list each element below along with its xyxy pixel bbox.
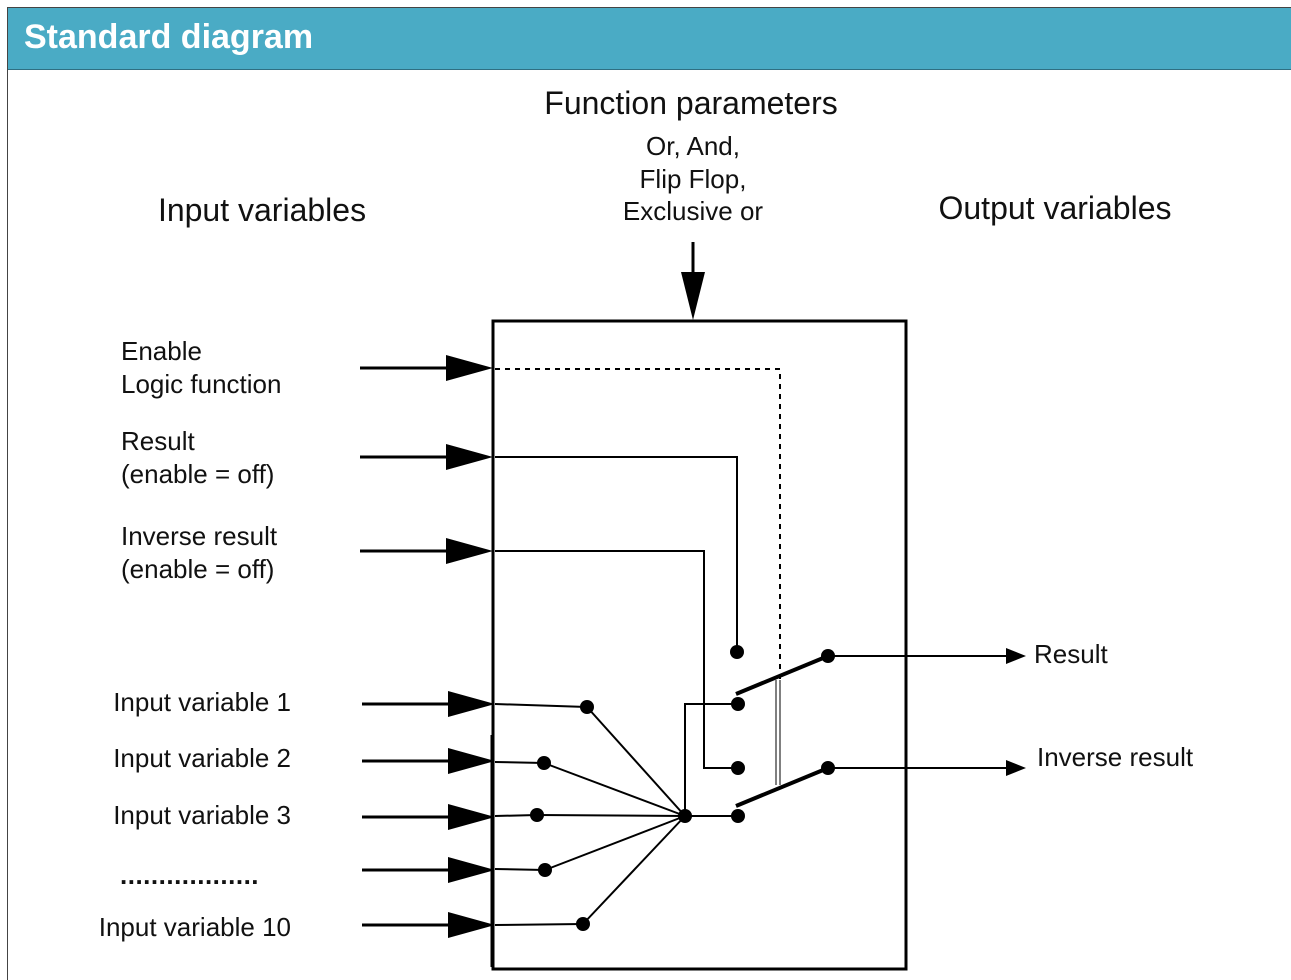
result-input-label: (enable = off) (121, 459, 274, 489)
switch-contact (730, 645, 744, 659)
enable-control-path (495, 368, 781, 785)
inverse-result-output-arrow (828, 760, 1026, 776)
input-variable-2-arrow (362, 748, 495, 774)
output-variables-heading: Output variables (938, 190, 1171, 226)
result-input-label: Result (121, 426, 195, 456)
function-option-line: Flip Flop, (640, 164, 747, 194)
input-variable-3-arrow (362, 804, 495, 830)
function-option-line: Exclusive or (623, 196, 763, 226)
result-switch-blade (735, 654, 829, 696)
input-node (538, 863, 552, 877)
result-output-arrow (828, 648, 1026, 664)
gate-node (678, 809, 692, 823)
input-node (576, 917, 590, 931)
switch-contact (731, 761, 745, 775)
logic-function-block (491, 319, 908, 971)
inverse-off-wire (495, 550, 738, 769)
switch-contact (731, 809, 745, 823)
inverse-result-input-label: (enable = off) (121, 554, 274, 584)
inverse-result-input-arrow (360, 538, 493, 564)
input-variable-label: Input variable 10 (99, 912, 291, 942)
panel-header: Standard diagram (8, 8, 1291, 70)
enable-input-label: Enable (121, 336, 202, 366)
enable-input-arrow (360, 355, 493, 381)
panel-title: Standard diagram (24, 18, 314, 56)
input-variable-label: Input variable 2 (113, 743, 291, 773)
function-parameter-arrow (681, 242, 705, 320)
enable-input-label: Logic function (121, 369, 281, 399)
inverse-switch-blade (735, 766, 829, 808)
input-wires (494, 703, 738, 926)
input-node (580, 700, 594, 714)
switch-contact (731, 697, 745, 711)
input-ellipsis: .................. (120, 860, 259, 890)
inverse-result-input-label: Inverse result (121, 521, 278, 551)
junction-dots (530, 645, 835, 931)
input-variable-1-arrow (362, 691, 495, 717)
result-output-label: Result (1034, 639, 1108, 669)
input-node (530, 808, 544, 822)
diagram-panel: Standard diagram (7, 7, 1291, 980)
inverse-result-output-label: Inverse result (1037, 742, 1194, 772)
input-node (537, 756, 551, 770)
function-option-line: Or, And, (646, 131, 740, 161)
input-variable-label: Input variable 1 (113, 687, 291, 717)
result-off-wire (495, 456, 738, 652)
input-variable-label: Input variable 3 (113, 800, 291, 830)
input-variables-heading: Input variables (158, 192, 366, 228)
function-parameters-heading: Function parameters (544, 85, 837, 121)
input-variable-10-arrow (362, 912, 495, 938)
input-variable-n-arrow (362, 857, 495, 883)
result-input-arrow (360, 444, 493, 470)
